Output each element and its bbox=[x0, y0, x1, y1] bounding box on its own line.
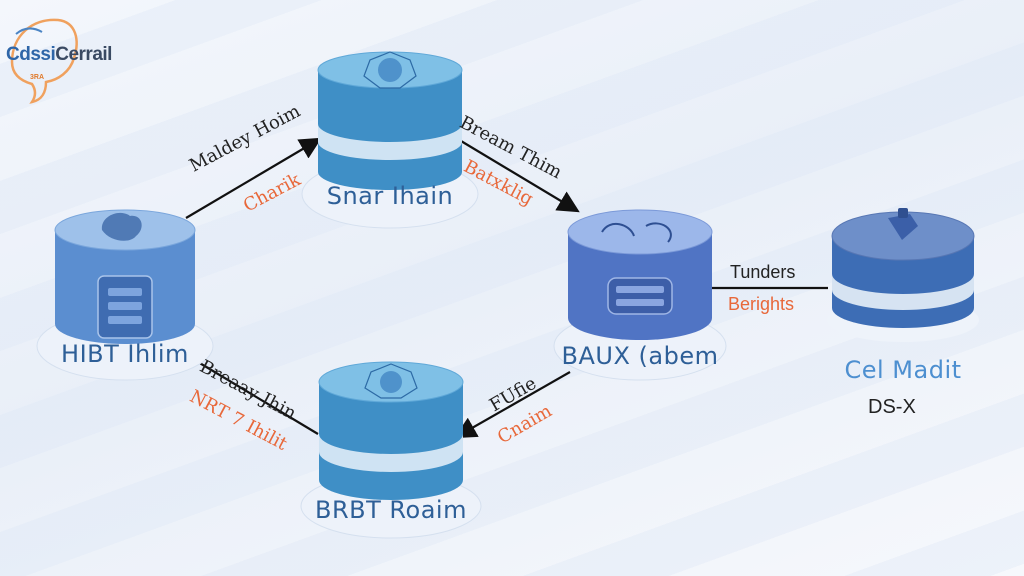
edge-middle-right-label: Tunders bbox=[730, 262, 796, 282]
node-left[interactable]: HIBT Ihlim bbox=[30, 200, 220, 384]
edge-bottom-left bbox=[187, 355, 319, 435]
node-right[interactable]: Cel Madit bbox=[818, 196, 988, 396]
edge-left-top bbox=[185, 137, 322, 219]
node-bottom[interactable]: BRBT Roaim bbox=[296, 356, 486, 540]
node-top-label: Snar Ihain bbox=[326, 182, 454, 210]
node-left-label: HIBT Ihlim bbox=[61, 340, 189, 368]
logo-wordmark: CdssiCerrail bbox=[6, 44, 112, 65]
node-right-label: Cel Madit bbox=[844, 356, 962, 384]
node-middle[interactable]: BAUX (abem bbox=[550, 196, 730, 382]
logo-subtext: 3RA bbox=[30, 74, 45, 81]
node-bottom-label: BRBT Roaim bbox=[315, 496, 467, 524]
brand-logo: CdssiCerrail 3RA bbox=[2, 14, 152, 110]
edge-middle-right-sublabel: Berights bbox=[728, 294, 795, 314]
edge-top-middle bbox=[455, 137, 580, 213]
node-right-sublabel: DS-X bbox=[868, 396, 916, 418]
node-top[interactable]: Snar Ihain bbox=[290, 44, 490, 234]
edge-middle-bottom bbox=[454, 371, 571, 439]
node-middle-label: BAUX (abem bbox=[561, 342, 719, 370]
